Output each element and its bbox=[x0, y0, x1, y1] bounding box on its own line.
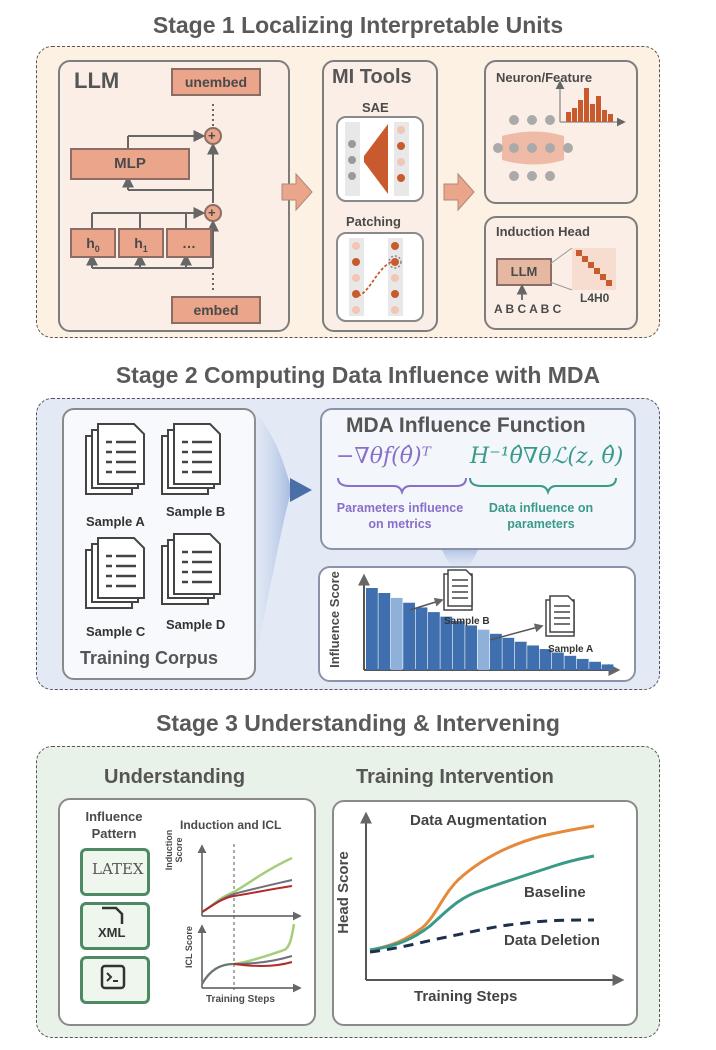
influence-bar bbox=[514, 641, 527, 670]
induction-sequence: A B C A B C bbox=[494, 302, 562, 316]
influence-bar bbox=[539, 649, 552, 670]
understanding-title: Understanding bbox=[104, 766, 246, 788]
formula-braces bbox=[337, 477, 617, 496]
chart-sample-b: Sample B bbox=[444, 616, 490, 627]
stage1-arrows bbox=[281, 172, 475, 212]
understanding-xlabel: Training Steps bbox=[206, 994, 275, 1005]
left-caption: Parameters influence on metrics bbox=[336, 501, 464, 531]
sample-a-label: Sample A bbox=[86, 514, 145, 529]
series-deletion: Data Deletion bbox=[504, 932, 600, 949]
intervention-chart bbox=[360, 811, 625, 986]
patching-diagram bbox=[349, 238, 403, 316]
influence-pattern-title: Influence Pattern bbox=[85, 809, 143, 841]
training-corpus-title: Training Corpus bbox=[80, 648, 219, 668]
llm-connectors bbox=[86, 104, 222, 290]
xml-label: XML bbox=[98, 925, 126, 940]
influence-chart bbox=[358, 573, 621, 676]
stage3-title: Stage 3 Understanding & Intervening bbox=[156, 710, 560, 736]
arrow-tools-to-units bbox=[443, 172, 475, 212]
mda-function-card bbox=[320, 408, 636, 550]
plus-icon-top: + bbox=[208, 128, 216, 143]
intervention-title: Training Intervention bbox=[356, 766, 554, 788]
mda-title: MDA Influence Function bbox=[346, 414, 586, 437]
influence-bar bbox=[527, 645, 539, 670]
neuron-diagram bbox=[493, 80, 626, 181]
induction-score-ylabel: Induction Score bbox=[164, 829, 184, 871]
icl-score-ylabel: ICL Score bbox=[184, 926, 194, 968]
sae-diagram bbox=[345, 122, 409, 196]
series-baseline: Baseline bbox=[524, 884, 586, 901]
influence-bar bbox=[378, 592, 391, 670]
influence-bar bbox=[366, 588, 378, 670]
influence-bar bbox=[477, 629, 490, 670]
xml-file-icon bbox=[102, 906, 124, 924]
arrow-corpus-to-mda bbox=[290, 478, 312, 502]
understanding-charts bbox=[197, 844, 302, 993]
head-h1-box: h1 bbox=[118, 228, 164, 258]
corpus-documents bbox=[85, 423, 221, 609]
influence-bar bbox=[589, 661, 601, 670]
sae-label: SAE bbox=[362, 100, 389, 115]
induction-icl-title: Induction and ICL bbox=[180, 818, 282, 832]
stage1-title: Stage 1 Localizing Interpretable Units bbox=[152, 12, 564, 38]
influence-bar bbox=[576, 658, 589, 670]
influence-bar bbox=[502, 637, 515, 670]
mi-tools-title: MI Tools bbox=[332, 66, 412, 88]
influence-bar bbox=[564, 655, 577, 670]
influence-bar bbox=[428, 612, 440, 670]
xml-badge bbox=[80, 902, 150, 950]
llm-title: LLM bbox=[74, 68, 120, 93]
chart-sample-a: Sample A bbox=[548, 644, 594, 655]
influence-bar bbox=[552, 652, 564, 670]
arrow-llm-to-tools bbox=[281, 172, 313, 212]
unembed-box: unembed bbox=[171, 68, 261, 96]
intervention-xlabel: Training Steps bbox=[414, 988, 518, 1005]
sample-d-label: Sample D bbox=[166, 617, 226, 632]
formula-right: H⁻¹θ̂∇θℒ(z, θ̂) bbox=[470, 444, 624, 469]
llm-card bbox=[58, 60, 290, 332]
influence-bar bbox=[403, 602, 415, 670]
patching-label: Patching bbox=[346, 214, 401, 229]
influence-bar bbox=[490, 633, 502, 670]
head-h0-box: h0 bbox=[70, 228, 116, 258]
sample-b-label: Sample B bbox=[166, 504, 226, 519]
mlp-box: MLP bbox=[70, 148, 190, 180]
formula-left: −∇θf(θ̂)ᵀ bbox=[336, 444, 431, 469]
influence-bar bbox=[452, 621, 465, 670]
embed-box: embed bbox=[171, 296, 261, 324]
influence-bar bbox=[415, 607, 428, 670]
influence-bar bbox=[465, 625, 477, 670]
neuron-feature-title: Neuron/Feature bbox=[496, 70, 593, 85]
influence-bar bbox=[440, 616, 453, 670]
latex-label: LATEX bbox=[92, 860, 144, 878]
induction-head-title: Induction Head bbox=[496, 224, 590, 239]
series-augmentation: Data Augmentation bbox=[410, 812, 547, 829]
influence-bar bbox=[390, 597, 403, 670]
stage2-title: Stage 2 Computing Data Influence with MD… bbox=[115, 362, 601, 388]
intervention-card bbox=[332, 800, 638, 1026]
sample-c-label: Sample C bbox=[86, 624, 146, 639]
induction-diagram bbox=[516, 247, 616, 300]
plus-icon-bottom: + bbox=[208, 205, 216, 220]
latex-badge bbox=[80, 848, 150, 896]
stage2-flow bbox=[252, 408, 480, 676]
influence-bar bbox=[601, 664, 614, 670]
mini-documents bbox=[443, 569, 575, 637]
terminal-icon bbox=[100, 964, 126, 990]
neuron-feature-card bbox=[484, 60, 638, 204]
induction-head-label: L4H0 bbox=[580, 291, 610, 305]
right-caption: Data influence on parameters bbox=[488, 501, 594, 531]
head-more-box: … bbox=[166, 228, 212, 258]
